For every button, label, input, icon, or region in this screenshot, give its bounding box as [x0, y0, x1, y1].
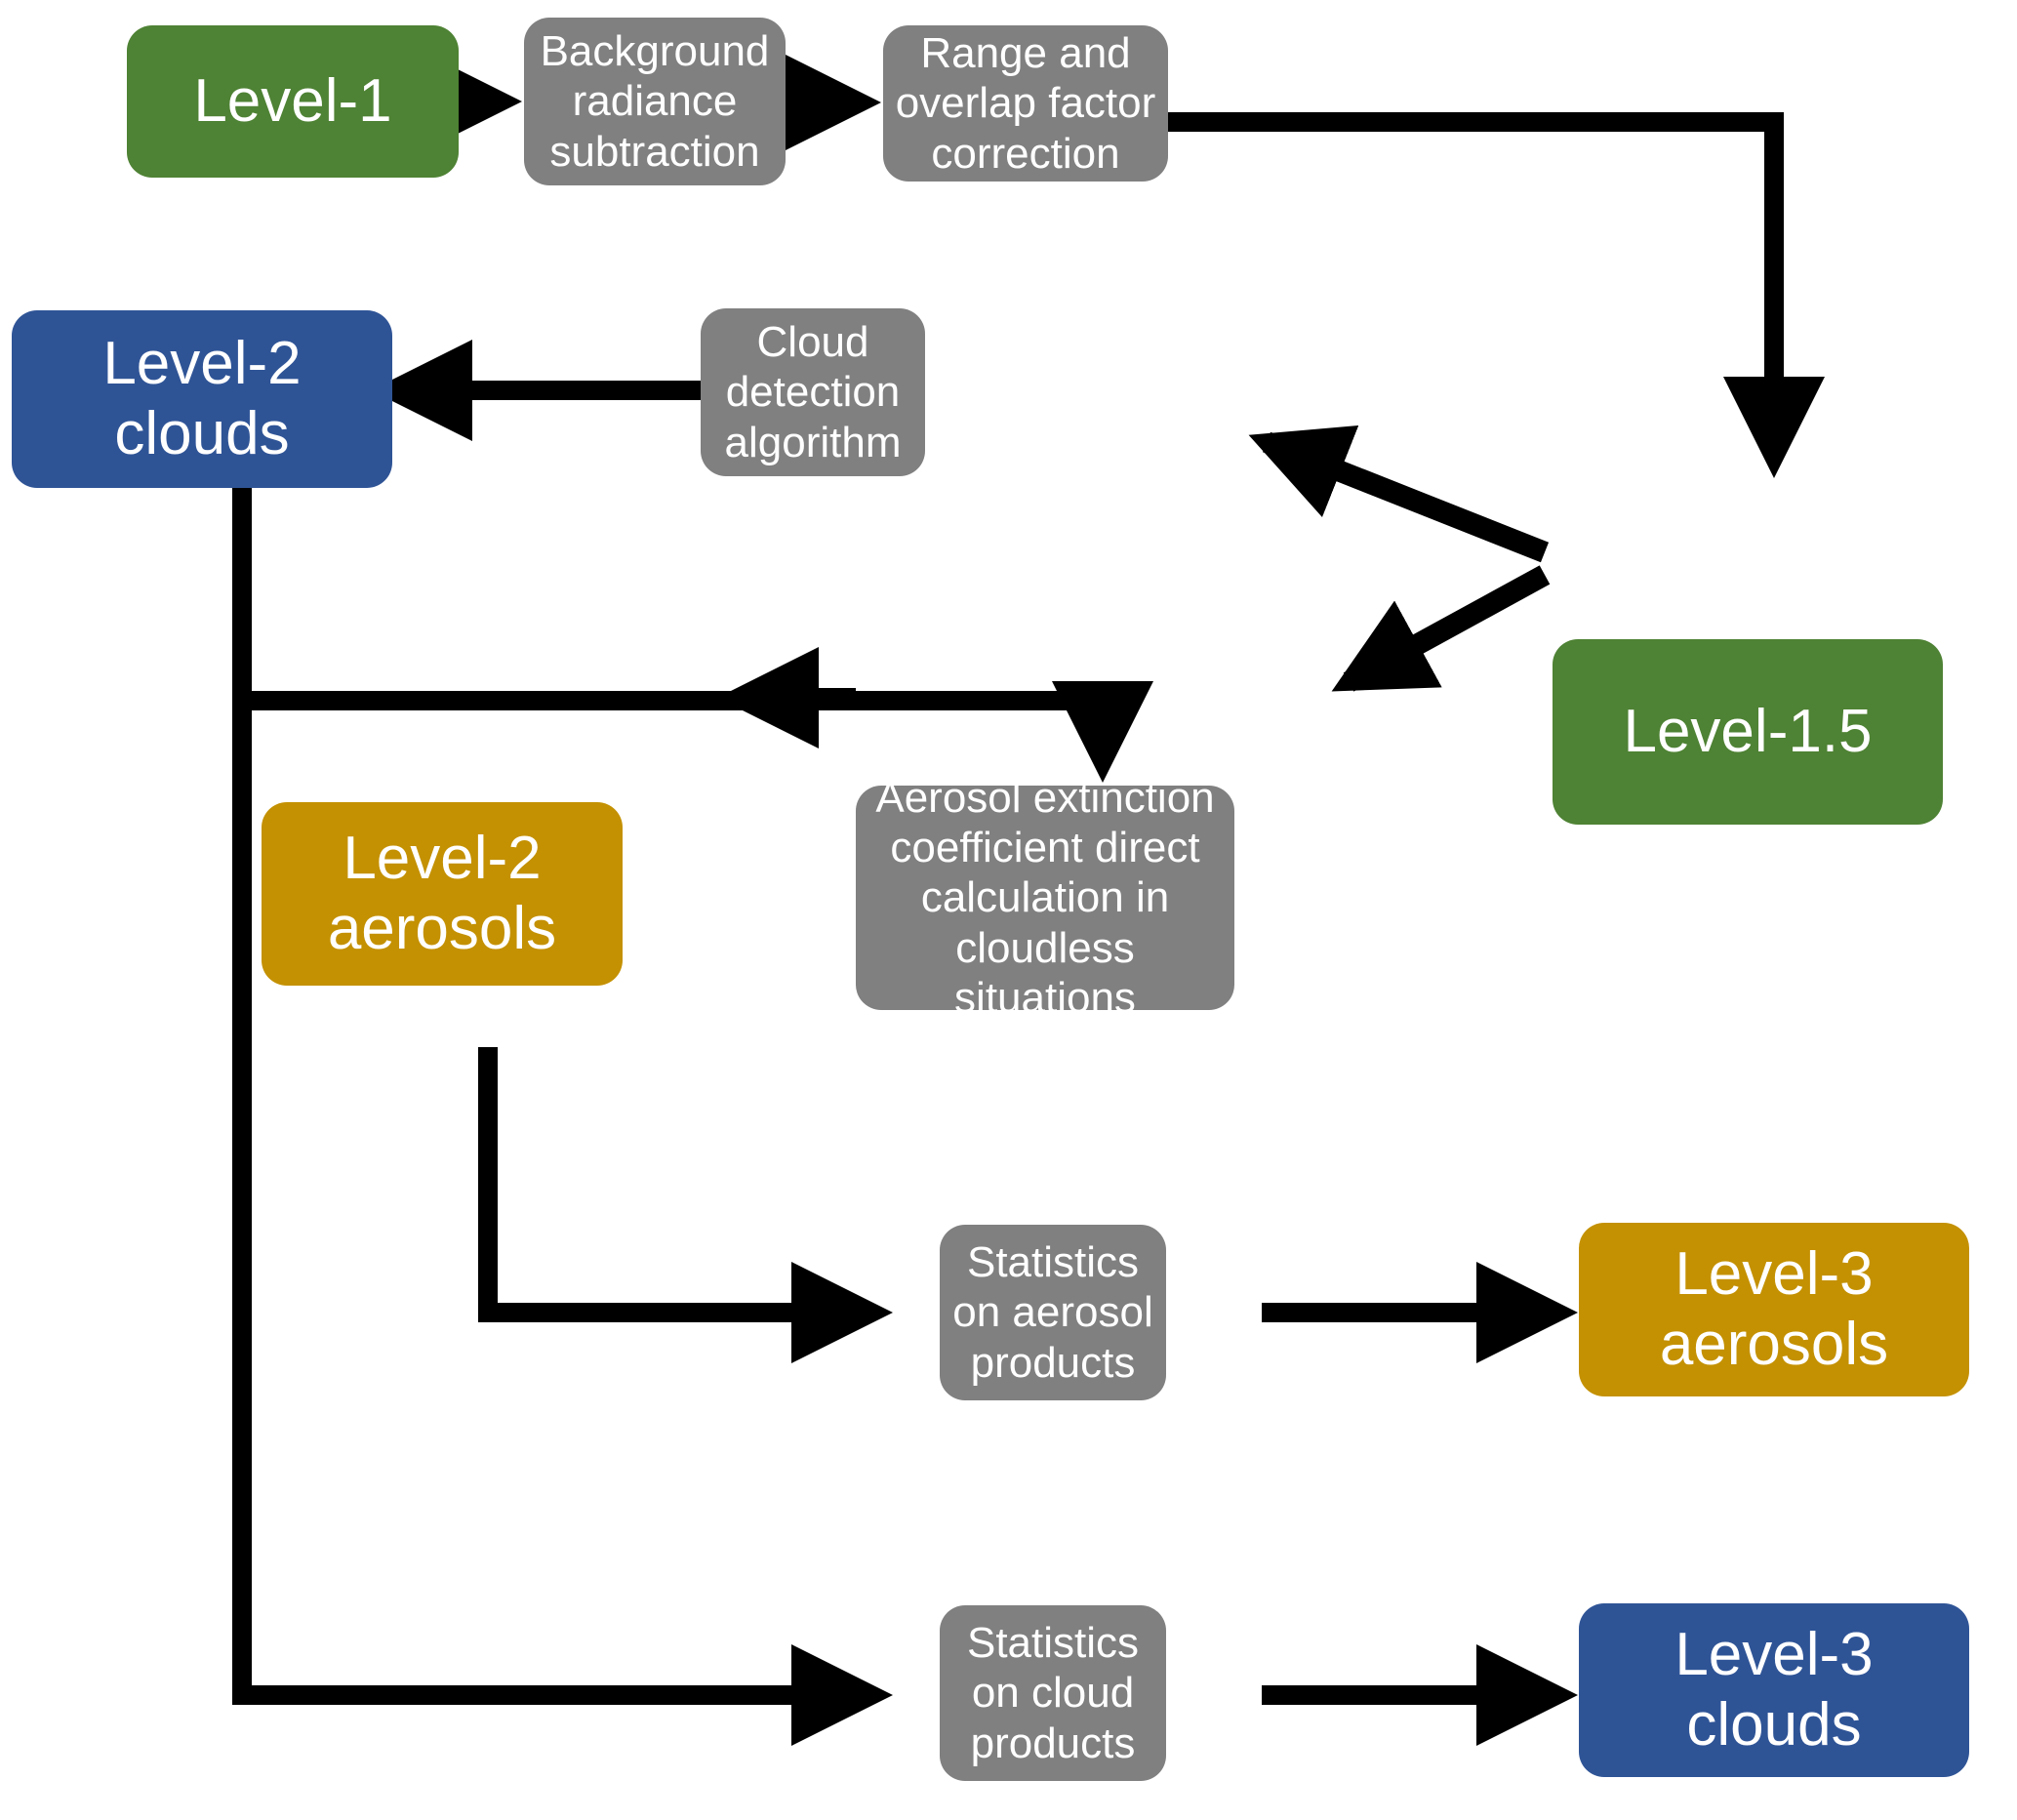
edge-level2aerosols-to-statsaerosol: [478, 1047, 894, 1364]
node-level-2-clouds[interactable]: Level-2 clouds: [12, 310, 392, 488]
node-statistics-on-cloud-products[interactable]: Statistics on cloud products: [940, 1605, 1166, 1781]
node-background-radiance-subtraction-label: Background radiance subtraction: [540, 27, 770, 176]
node-range-and-overlap-factor-correction[interactable]: Range and overlap factor correction: [883, 25, 1168, 182]
node-aerosol-extinction-coefficient[interactable]: Aerosol extinction coefficient direct ca…: [856, 774, 1234, 1022]
node-aerosol-extinction-coefficient-label: Aerosol extinction coefficient direct ca…: [875, 774, 1215, 1022]
node-cloud-detection-algorithm[interactable]: Cloud detection algorithm: [701, 308, 925, 476]
node-level-2-clouds-label: Level-2 clouds: [102, 330, 302, 467]
node-statistics-on-cloud-products-label: Statistics on cloud products: [966, 1619, 1140, 1767]
edge-level2clouds-to-aerosolextinction: [232, 483, 1153, 784]
node-level-3-aerosols-label: Level-3 aerosols: [1659, 1240, 1889, 1378]
edge-level15-to-clouddetection: [1248, 425, 1550, 563]
node-level-3-clouds[interactable]: Level-3 clouds: [1579, 1603, 1969, 1777]
node-level-1-5[interactable]: Level-1.5: [1553, 639, 1943, 825]
node-level-1-label: Level-1: [193, 67, 392, 136]
node-statistics-on-aerosol-products-label: Statistics on aerosol products: [952, 1238, 1153, 1387]
node-level-1[interactable]: Level-1: [127, 25, 459, 178]
edge-level15-to-aerosolextinction: [1331, 565, 1551, 692]
node-level-2-aerosols-label: Level-2 aerosols: [327, 825, 557, 962]
node-background-radiance-subtraction[interactable]: Background radiance subtraction: [524, 18, 786, 185]
node-level-1-5-label: Level-1.5: [1623, 698, 1873, 766]
node-statistics-on-aerosol-products[interactable]: Statistics on aerosol products: [940, 1225, 1166, 1400]
node-level-3-aerosols[interactable]: Level-3 aerosols: [1579, 1223, 1969, 1396]
edge-rangeoverlap-to-level15: [1167, 112, 1825, 479]
node-cloud-detection-algorithm-label: Cloud detection algorithm: [724, 318, 902, 466]
node-level-2-aerosols[interactable]: Level-2 aerosols: [262, 802, 623, 986]
edge-level2clouds-to-statscloud: [232, 701, 894, 1747]
node-range-and-overlap-factor-correction-label: Range and overlap factor correction: [895, 29, 1156, 178]
node-level-3-clouds-label: Level-3 clouds: [1674, 1621, 1874, 1759]
